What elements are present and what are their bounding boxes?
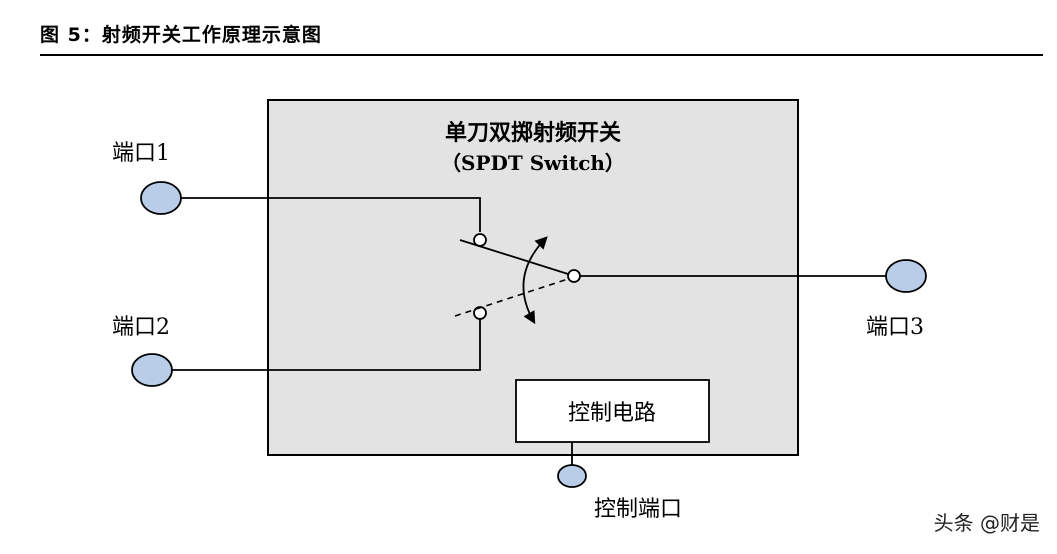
port1-connector xyxy=(140,181,182,215)
port2-wire xyxy=(172,318,481,371)
watermark-text: 头条 @财是 xyxy=(934,511,1040,535)
figure-title: 图 5：射频开关工作原理示意图 xyxy=(40,24,322,46)
control-circuit-box xyxy=(515,379,710,443)
title-divider xyxy=(40,54,1043,56)
switch-box-subtitle: （SPDT Switch） xyxy=(441,151,625,175)
control-port-label: 控制端口 xyxy=(594,497,682,522)
switch-blade-alt xyxy=(454,278,569,317)
control-port-connector xyxy=(557,464,587,488)
port2-label: 端口2 xyxy=(112,315,170,340)
port2-connector xyxy=(131,353,173,387)
port1-label: 端口1 xyxy=(112,141,170,166)
control-circuit-label: 控制电路 xyxy=(568,401,656,426)
common-terminal xyxy=(567,269,581,283)
port3-connector xyxy=(885,259,927,293)
throw-arrow xyxy=(522,236,548,325)
port3-label: 端口3 xyxy=(866,315,924,340)
switch-box-title: 单刀双掷射频开关 xyxy=(445,120,621,146)
port1-wire xyxy=(180,197,481,232)
switch-blade xyxy=(459,239,569,275)
